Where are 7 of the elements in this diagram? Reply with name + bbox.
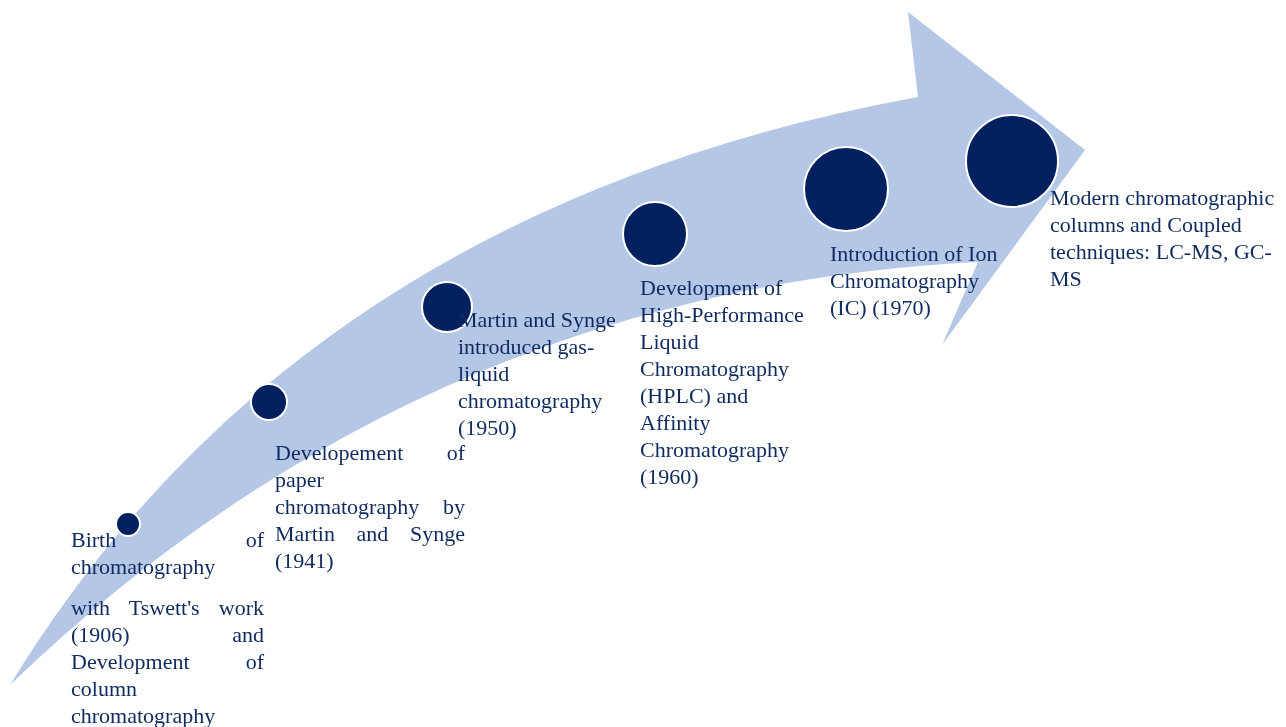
timeline-dot (115, 511, 141, 537)
event-description: with Tswett's work (1906) and Development of column chromatography (71, 594, 264, 727)
event-description: Birth of chromatography (71, 526, 264, 580)
event-description: Developement of paper chromatography by Martin and Synge (1941) (275, 440, 465, 574)
event-description: Modern chromatographic columns and Coupled techniques: LC-MS, GC-MS (1050, 184, 1276, 292)
event-description: Introduction of Ion Chromatography (IC) (1970) (830, 240, 999, 321)
event-description: Development of High-Performance Liquid Chromatography (HPLC) and Affinity Chromatography (1960) (640, 274, 805, 490)
